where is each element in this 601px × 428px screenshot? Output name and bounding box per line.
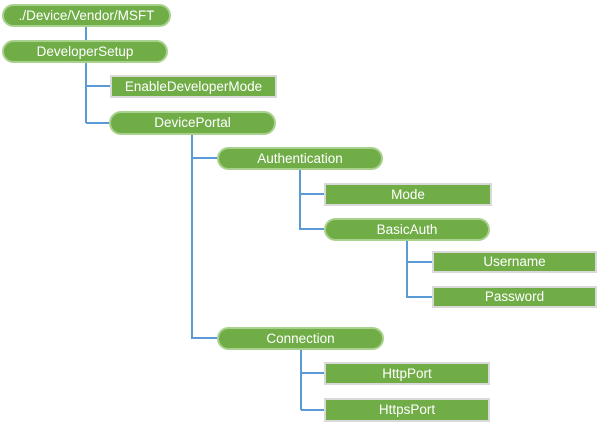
connector-authentication-children xyxy=(299,170,301,230)
connector-root-to-developersetup xyxy=(85,27,87,40)
tree-node-enabledevelopermode: EnableDeveloperMode xyxy=(110,75,277,98)
connector-to-mode xyxy=(300,193,324,195)
connector-to-password xyxy=(407,296,432,298)
tree-node-basicauth: BasicAuth xyxy=(324,218,490,241)
connector-to-deviceportal xyxy=(86,122,109,124)
connector-to-enabledevelopermode xyxy=(86,85,110,87)
tree-node-developersetup: DeveloperSetup xyxy=(2,40,168,63)
connector-deviceportal-children xyxy=(191,135,193,339)
connector-to-httpsport xyxy=(301,409,324,411)
tree-node-deviceportal: DevicePortal xyxy=(109,111,276,135)
tree-node-username: Username xyxy=(432,251,597,273)
tree-node-httpsport: HttpsPort xyxy=(324,398,490,422)
connector-developersetup-children xyxy=(85,63,87,123)
tree-node-connection: Connection xyxy=(217,327,384,350)
tree-node-mode: Mode xyxy=(324,183,492,206)
tree-node-httpport: HttpPort xyxy=(324,362,490,385)
connector-to-authentication xyxy=(192,157,217,159)
connector-to-basicauth xyxy=(300,228,324,230)
connector-basicauth-children xyxy=(406,241,408,298)
tree-node-password: Password xyxy=(432,286,597,308)
connector-connection-children xyxy=(300,350,302,410)
tree-node-device-vendor-msft: ./Device/Vendor/MSFT xyxy=(2,4,171,27)
connector-to-httpport xyxy=(301,372,324,374)
connector-to-connection xyxy=(192,337,217,339)
connector-to-username xyxy=(407,261,432,263)
tree-node-authentication: Authentication xyxy=(217,147,383,170)
